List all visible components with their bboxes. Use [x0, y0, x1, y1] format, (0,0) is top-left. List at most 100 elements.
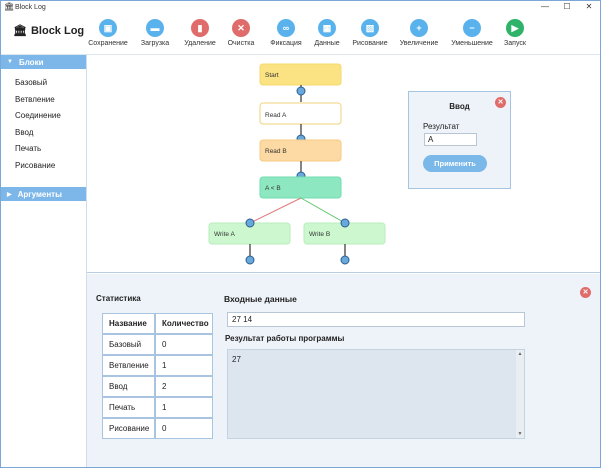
close-icon[interactable]: ✕	[495, 97, 506, 108]
folder-icon: ▬	[146, 19, 164, 37]
input-data-title: Входные данные	[224, 294, 297, 304]
toolbar-label: Данные	[314, 40, 340, 47]
brand: 🏛 Block Log	[13, 24, 85, 38]
table-cell: Рисование	[102, 418, 155, 439]
toolbar-button-plus[interactable]: + Увеличение	[390, 19, 448, 47]
table-row: Ветвление 1	[102, 355, 213, 376]
sidebar-item-draw[interactable]: Рисование	[15, 160, 56, 170]
plus-icon: +	[410, 19, 428, 37]
toolbar-button-trash[interactable]: ▮ Удаление	[171, 19, 229, 47]
table-cell: 1	[155, 397, 213, 418]
toolbar-button-play[interactable]: ▶ Запуск	[486, 19, 544, 47]
minimize-icon[interactable]: —	[541, 2, 549, 11]
close-window-icon[interactable]: ✕	[585, 2, 593, 11]
block-condition-label: A < B	[265, 185, 281, 192]
sidebar: ▼ Блоки Базовый Ветвление Соединение Вво…	[1, 55, 87, 467]
statistics-title: Статистика	[96, 294, 141, 303]
table-cell: 0	[155, 418, 213, 439]
connector-dot[interactable]	[296, 86, 306, 96]
toolbar-button-minus[interactable]: − Уменьшение	[443, 19, 501, 47]
table-row: Ввод 2	[102, 376, 213, 397]
table-header-row: Название Количество	[102, 313, 213, 334]
bank-icon: 🏛	[4, 2, 15, 11]
table-row: Базовый 0	[102, 334, 213, 355]
table-cell: Ввод	[102, 376, 155, 397]
output-scrollbar[interactable]: ▲ ▼	[516, 350, 524, 438]
close-icon[interactable]: ✕	[580, 287, 591, 298]
window-title: Block Log	[15, 3, 46, 11]
blocks-section-header[interactable]: ▼ Блоки	[1, 55, 86, 69]
play-icon: ▶	[506, 19, 524, 37]
title-bar: 🏛 Block Log — ☐ ✕	[1, 1, 600, 13]
flow-canvas[interactable]: Start Read A Read B A < B Write A	[87, 55, 600, 273]
input-dialog-title: Ввод	[449, 102, 470, 111]
sidebar-item-input[interactable]: Ввод	[15, 127, 34, 137]
flowchart: Start Read A Read B A < B Write A	[208, 63, 386, 265]
sidebar-item-branch[interactable]: Ветвление	[15, 94, 55, 104]
link-icon: ∞	[277, 19, 295, 37]
bottom-panel: ✕ Статистика Название Количество Базовый…	[87, 274, 600, 467]
scroll-up-icon[interactable]: ▲	[517, 351, 523, 357]
column-header-name: Название	[102, 313, 155, 334]
arguments-header-label: Аргументы	[17, 189, 62, 199]
result-label: Результат	[423, 122, 460, 131]
toolbar-button-folder[interactable]: ▬ Загрузка	[126, 19, 184, 47]
maximize-icon[interactable]: ☐	[563, 2, 571, 11]
chevron-down-icon: ▼	[7, 59, 13, 65]
sidebar-item-basic[interactable]: Базовый	[15, 78, 48, 87]
table-cell: Ветвление	[102, 355, 155, 376]
input-dialog: ✕ Ввод Результат A Применить	[408, 91, 511, 189]
trash-icon: ▮	[191, 19, 209, 37]
image-icon: ▨	[361, 19, 379, 37]
output-text: 27	[232, 355, 241, 364]
block-start-label: Start	[265, 72, 279, 79]
table-cell: Печать	[102, 397, 155, 418]
toolbar-label: Увеличение	[399, 40, 439, 47]
toolbar-button-close[interactable]: ✕ Очистка	[212, 19, 270, 47]
toolbar-label: Фиксация	[270, 40, 302, 47]
block-write-a-label: Write A	[214, 231, 235, 238]
table-row: Рисование 0	[102, 418, 213, 439]
table-cell: 2	[155, 376, 213, 397]
toolbar-label: Удаление	[184, 40, 216, 47]
statistics-table: Название Количество Базовый 0 Ветвление …	[102, 313, 213, 439]
toolbar-button-save[interactable]: ▣ Сохранение	[79, 19, 137, 47]
blocks-header-label: Блоки	[18, 57, 44, 67]
toolbar-button-table[interactable]: ▦Данные	[298, 19, 356, 47]
connector-dot[interactable]	[340, 255, 350, 265]
minus-icon: −	[463, 19, 481, 37]
window-controls: — ☐ ✕	[534, 1, 600, 13]
sidebar-item-print[interactable]: Печать	[15, 144, 42, 154]
brand-name: Block Log	[30, 24, 85, 37]
column-header-count: Количество	[155, 313, 213, 334]
close-icon: ✕	[232, 19, 250, 37]
apply-button[interactable]: Применить	[423, 155, 487, 172]
save-icon: ▣	[99, 19, 117, 37]
sidebar-item-join[interactable]: Соединение	[15, 111, 61, 121]
connector-dot[interactable]	[245, 255, 255, 265]
block-read-b-label: Read B	[265, 148, 287, 155]
scroll-down-icon[interactable]: ▼	[517, 431, 523, 437]
toolbar-label: Запуск	[504, 40, 526, 47]
toolbar-label: Загрузка	[140, 40, 170, 47]
output-title: Результат работы программы	[225, 334, 345, 343]
output-area[interactable]: 27 ▲ ▼	[227, 349, 525, 439]
connector-dot[interactable]	[340, 218, 350, 228]
table-row: Печать 1	[102, 397, 213, 418]
block-read-a-label: Read A	[265, 112, 287, 119]
connector-dot[interactable]	[245, 218, 255, 228]
toolbar-label: Очистка	[227, 40, 255, 47]
toolbar-label: Уменьшение	[451, 40, 493, 47]
toolbar-label: Рисование	[352, 40, 388, 47]
table-cell: Базовый	[102, 334, 155, 355]
result-input[interactable]: A	[424, 133, 477, 146]
toolbar: 🏛 Block Log ▣ Сохранение ▬ Загрузка ▮ Удалени…	[1, 13, 600, 55]
table-cell: 1	[155, 355, 213, 376]
bank-icon: 🏛	[13, 25, 27, 37]
toolbar-button-link[interactable]: ∞ Фиксация	[257, 19, 315, 47]
arguments-section-header[interactable]: ▶ Аргументы	[1, 187, 86, 201]
toolbar-label: Сохранение	[88, 40, 128, 47]
toolbar-button-image[interactable]: ▨ Рисование	[341, 19, 399, 47]
input-data-field[interactable]: 27 14	[227, 312, 525, 327]
